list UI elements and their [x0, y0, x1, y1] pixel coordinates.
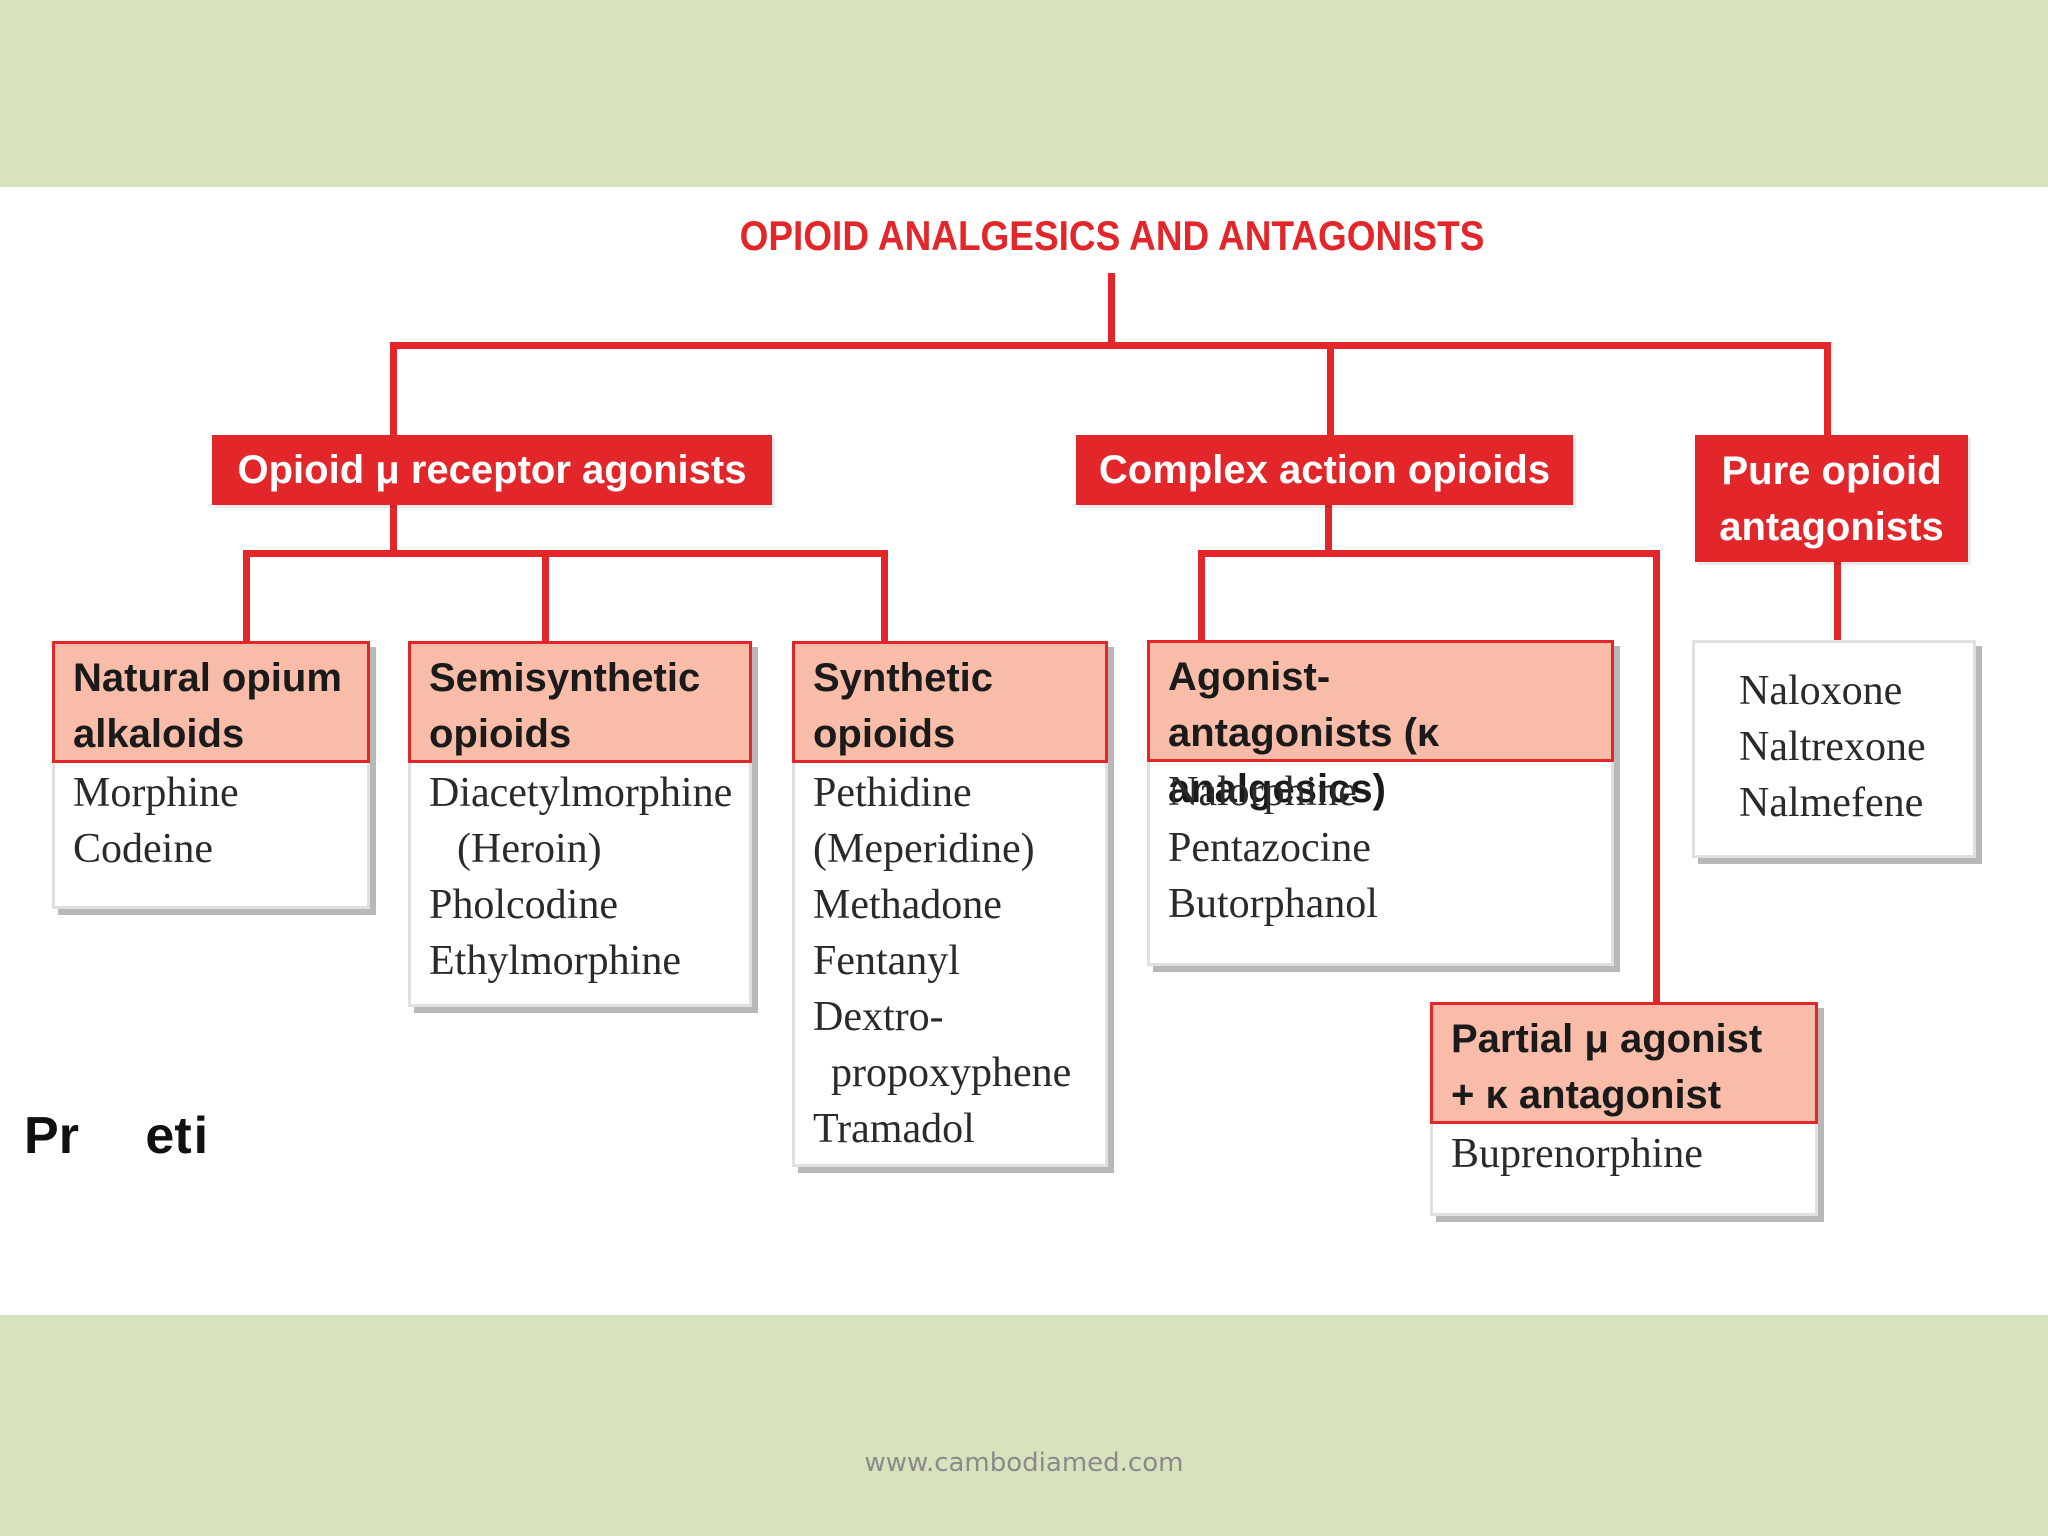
drug-item: propoxyphene: [831, 1050, 1072, 1096]
drug-item: Morphine: [73, 770, 239, 816]
connector-complex-stem: [1325, 502, 1332, 554]
connector-semi-drop: [542, 550, 549, 642]
drug-item: Nalmefene: [1739, 780, 1924, 826]
connector-left-drop: [390, 342, 397, 438]
footer-url: www.cambodiamed.com: [864, 1448, 1184, 1478]
drug-item: Pholcodine: [429, 882, 618, 928]
category-complex-action-label: Complex action opioids: [1098, 448, 1551, 492]
group-agonist-antagonists: Agonist-antagonists (κ analgesics) Nalor…: [1147, 640, 1614, 966]
drug-item: Fentanyl: [813, 938, 960, 984]
group-agonist-antagonists-list: Nalorphine Pentazocine Butorphanol: [1150, 762, 1611, 932]
drug-item: Diacetylmorphine: [429, 770, 733, 816]
drug-item: Dextro-: [813, 994, 944, 1040]
drug-item: Methadone: [813, 882, 1002, 928]
group-semisynthetic: Semisynthetic opioids Diacetylmorphine (…: [408, 641, 752, 1007]
category-mu-agonists: Opioid μ receptor agonists: [212, 435, 772, 505]
connector-mid-drop: [1327, 342, 1334, 438]
connector-natural-drop: [243, 550, 250, 642]
drug-item: Pentazocine: [1168, 825, 1371, 871]
drug-item: Ethylmorphine: [429, 938, 681, 984]
group-natural-list: Morphine Codeine: [55, 763, 367, 877]
group-partial-list: Buprenorphine: [1433, 1124, 1815, 1182]
connector-top-bar: [390, 342, 1831, 349]
connector-mu-stem: [390, 502, 397, 554]
group-synthetic-list: Pethidine (Meperidine) Methadone Fentany…: [795, 763, 1105, 1157]
connector-complex-bar: [1198, 550, 1660, 557]
drug-item: (Heroin): [457, 826, 602, 872]
bottom-band: [0, 1315, 2048, 1536]
group-semisynthetic-list: Diacetylmorphine (Heroin) Pholcodine Eth…: [411, 763, 749, 989]
connector-antagonist-stem: [1834, 560, 1841, 642]
connector-partial-drop: [1653, 550, 1660, 1005]
group-partial-heading: Partial μ agonist + κ antagonist: [1430, 1002, 1818, 1124]
connector-right-drop: [1824, 342, 1831, 438]
connector-title-stem: [1108, 273, 1115, 347]
category-mu-agonists-label: Opioid μ receptor agonists: [237, 448, 747, 492]
drug-item: Naloxone: [1739, 668, 1903, 714]
cut-off-heading: Pr eti: [24, 1107, 209, 1165]
category-pure-antagonists-label: Pure opioid antagonists: [1719, 448, 1944, 549]
drug-item: Tramadol: [813, 1106, 975, 1152]
drug-item: Butorphanol: [1168, 881, 1378, 927]
diagram-title: OPIOID ANALGESICS AND ANTAGONISTS: [739, 212, 1485, 259]
drug-item: Buprenorphine: [1451, 1131, 1703, 1177]
group-semisynthetic-heading: Semisynthetic opioids: [408, 641, 752, 763]
group-pure-antagonists: Naloxone Naltrexone Nalmefene: [1692, 640, 1976, 858]
group-partial-agonist: Partial μ agonist + κ antagonist Bupreno…: [1430, 1002, 1818, 1216]
group-synthetic-heading: Synthetic opioids: [792, 641, 1108, 763]
drug-item: Naltrexone: [1739, 724, 1926, 770]
category-complex-action: Complex action opioids: [1076, 435, 1573, 505]
group-natural-alkaloids: Natural opium alkaloids Morphine Codeine: [52, 641, 370, 909]
drug-item: (Meperidine): [813, 826, 1035, 872]
drug-item: Codeine: [73, 826, 213, 872]
connector-agonist-antagonist-drop: [1198, 550, 1205, 642]
group-natural-heading: Natural opium alkaloids: [52, 641, 370, 763]
connector-mu-bar: [243, 550, 888, 557]
top-band: [0, 0, 2048, 187]
drug-item: Pethidine: [813, 770, 972, 816]
connector-synth-drop: [881, 550, 888, 642]
group-synthetic: Synthetic opioids Pethidine (Meperidine)…: [792, 641, 1108, 1167]
category-pure-antagonists: Pure opioid antagonists: [1695, 435, 1968, 562]
group-agonist-antagonists-heading: Agonist-antagonists (κ analgesics): [1147, 640, 1614, 811]
drug-item: Nalorphine: [1168, 769, 1357, 815]
